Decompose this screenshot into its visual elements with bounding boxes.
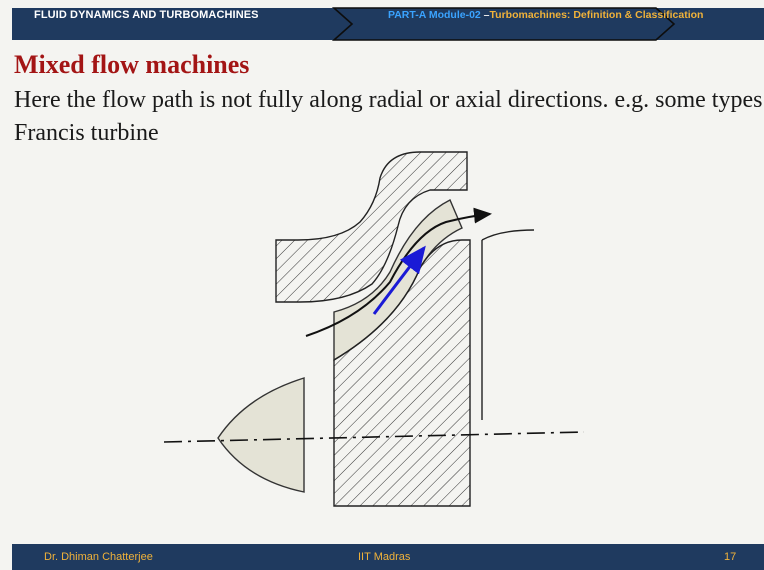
footer-institute: IIT Madras: [358, 551, 411, 563]
slide-body: Here the flow path is not fully along ra…: [14, 84, 764, 150]
casing-shroud: [275, 151, 468, 303]
slide-title: Mixed flow machines: [14, 50, 250, 79]
body-line-2: Francis turbine: [14, 120, 159, 146]
footer-bar: Dr. Dhiman Chatterjee IIT Madras 17: [12, 544, 764, 570]
module-chevron: [331, 7, 676, 41]
module-label: PART-A Module-02 –Turbomachines: Definit…: [388, 9, 703, 21]
footer-author: Dr. Dhiman Chatterjee: [44, 551, 153, 563]
body-line-1: Here the flow path is not fully along ra…: [14, 87, 764, 113]
nose-cone: [217, 377, 305, 493]
axis-of-rotation: [163, 431, 585, 443]
module-topic: Turbomachines: Definition & Classificati…: [489, 9, 704, 21]
course-title: FLUID DYNAMICS AND TURBOMACHINES: [34, 9, 259, 21]
module-part: PART-A Module-02: [388, 9, 481, 21]
page-number: 17: [724, 551, 737, 563]
outlet-wall: [481, 229, 535, 241]
module-separator: –: [480, 9, 490, 21]
flow-direction-arrow: [372, 245, 426, 315]
